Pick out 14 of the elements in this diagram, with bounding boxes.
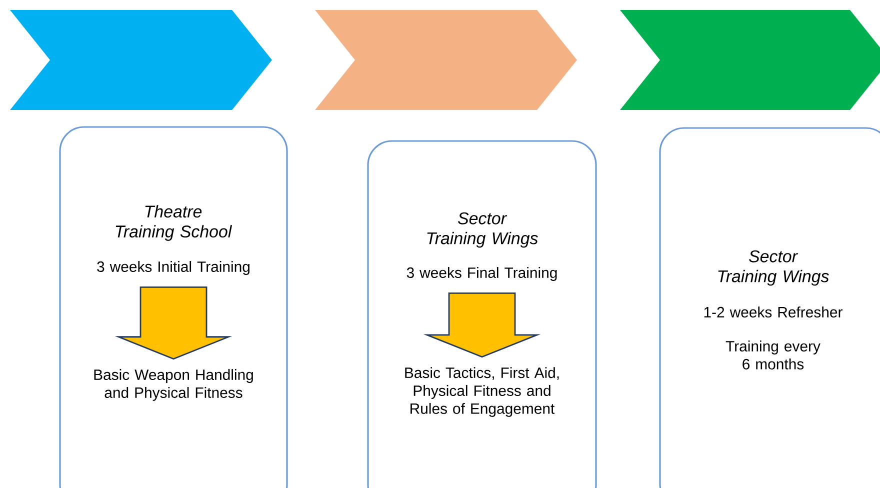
chevron-shape xyxy=(315,10,577,110)
body-text: Training every 6 months xyxy=(726,340,820,370)
chevron-shape xyxy=(620,10,880,110)
body-text: Basic Weapon Handling and Physical Fitness xyxy=(94,369,253,401)
heading: Sector Training Wings xyxy=(427,212,538,248)
heading: Theatre Training School xyxy=(116,205,232,241)
block-arrow xyxy=(423,292,541,358)
chevron-shape xyxy=(10,10,272,110)
body-text: 3 weeks Initial Training xyxy=(97,261,250,275)
body-text: 1-2 weeks Refresher xyxy=(704,306,842,318)
body-text: Basic Tactics, First Aid, Physical Fitness and Rules of Engagement xyxy=(405,367,559,417)
block-arrow xyxy=(114,286,232,360)
body-text: 3 weeks Final Training xyxy=(406,267,557,281)
heading: Sector Training Wings xyxy=(718,250,829,286)
